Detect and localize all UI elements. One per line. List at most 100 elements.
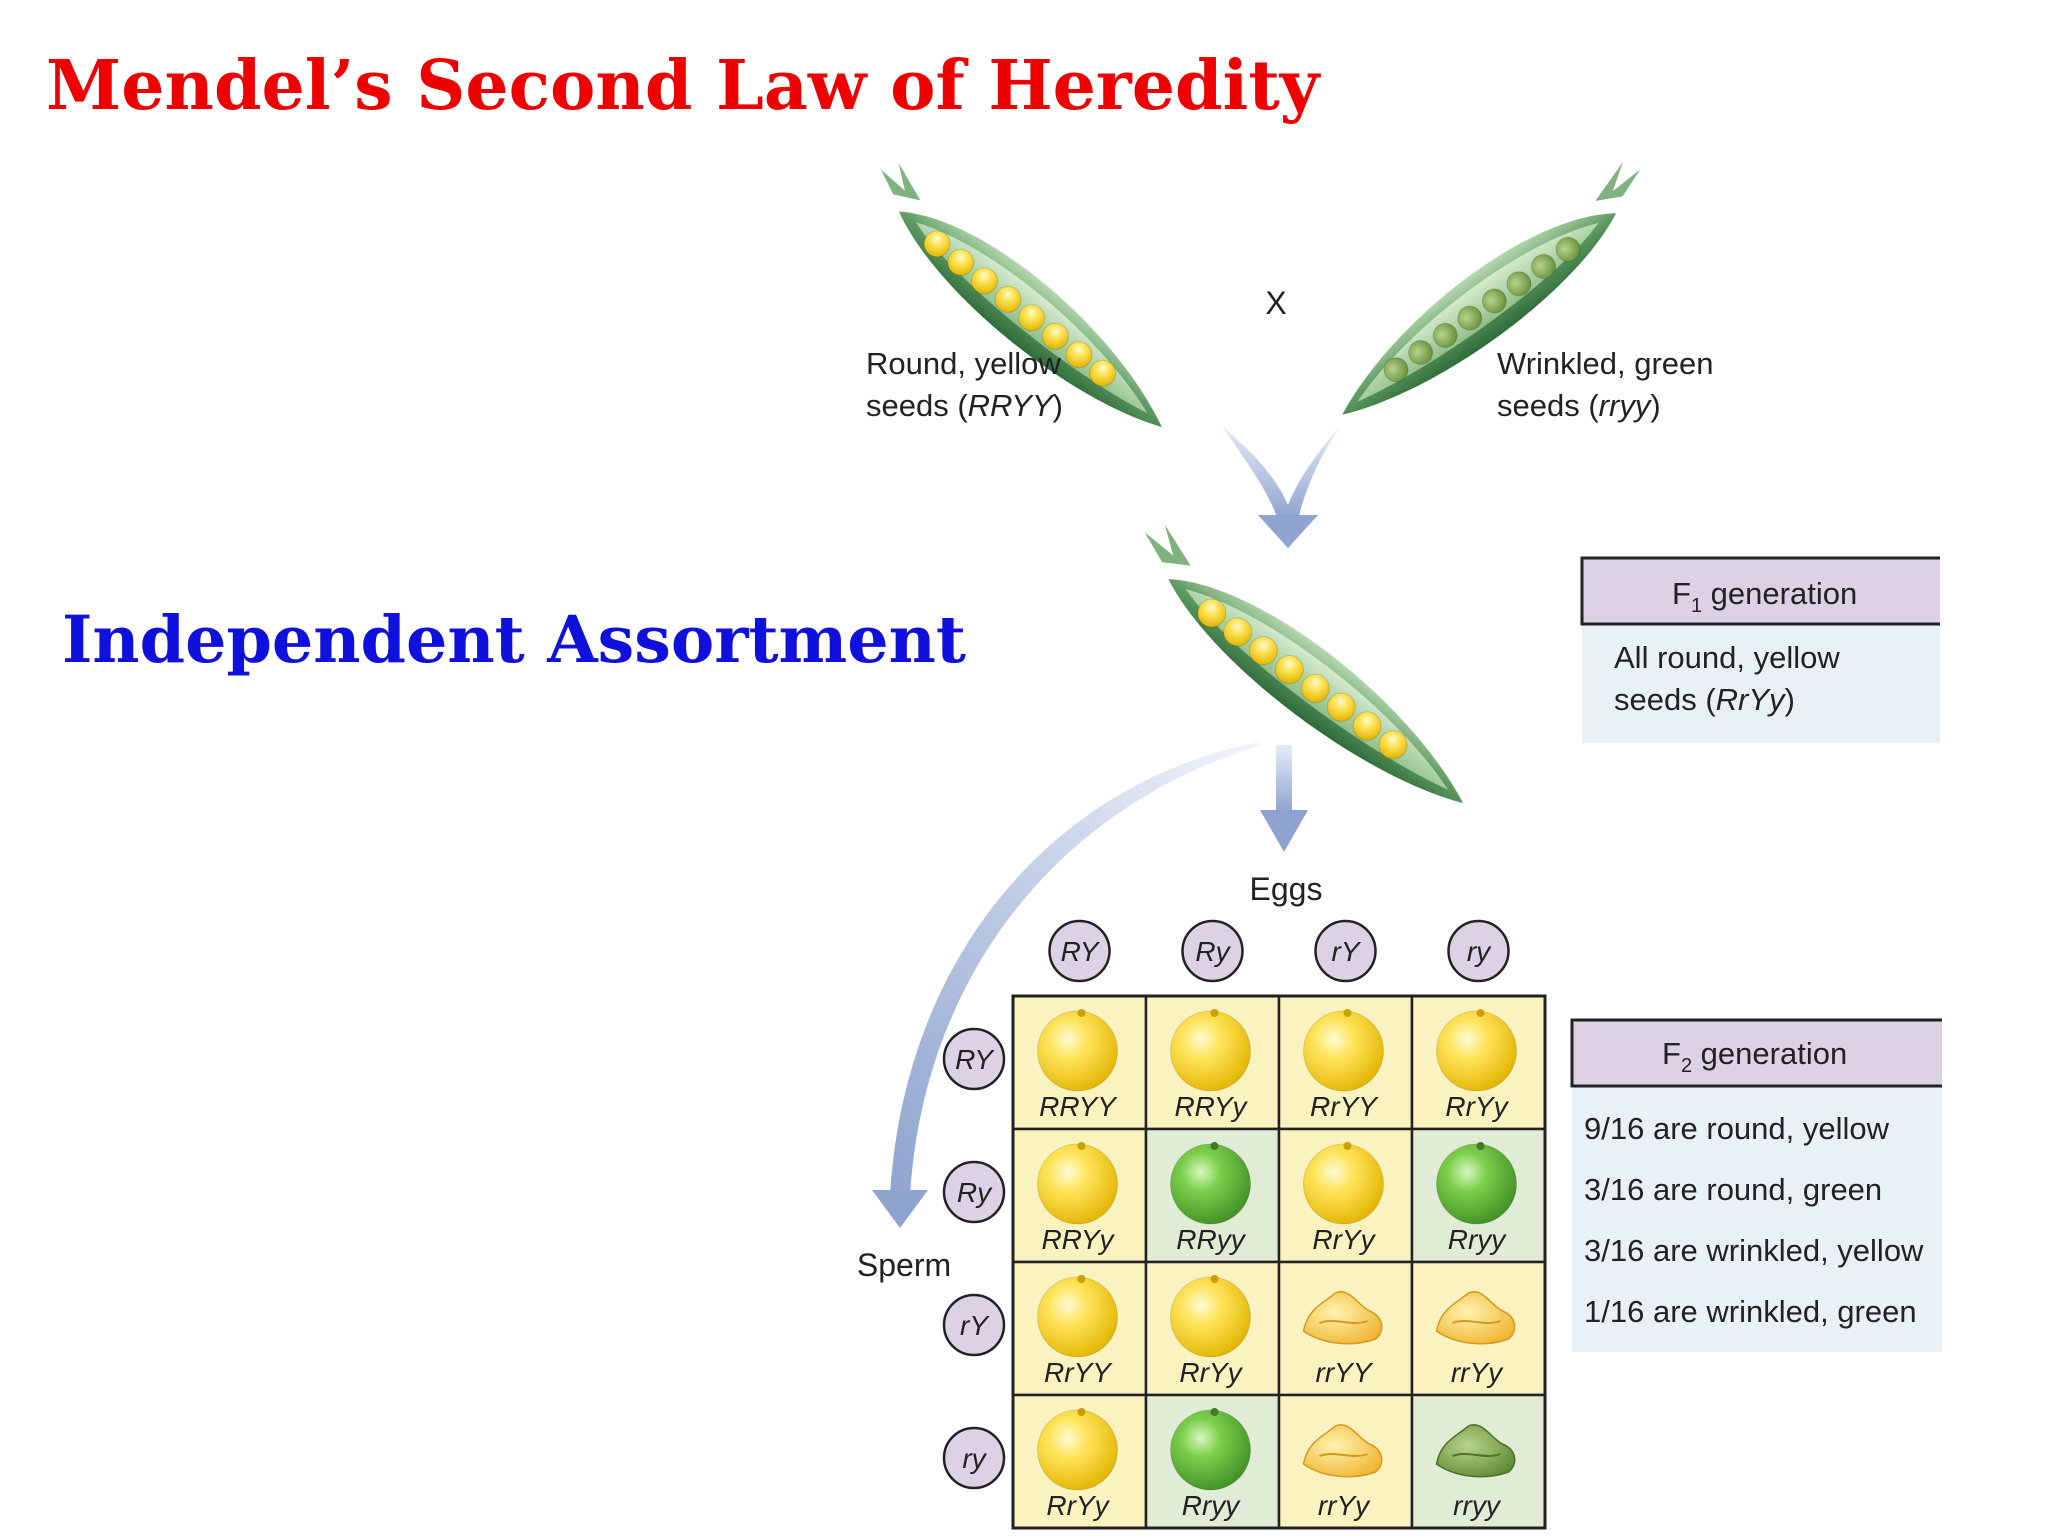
seed-round-green xyxy=(1170,1408,1251,1491)
seed-round-green xyxy=(1170,1142,1251,1225)
seed-round-yellow xyxy=(1037,1009,1118,1092)
punnett-cell-genotype: RRYy xyxy=(1041,1224,1115,1255)
punnett-cell-genotype: RRYY xyxy=(1039,1091,1118,1122)
punnett-cell: RRYy xyxy=(1144,994,1281,1131)
punnett-cell-genotype: RrYy xyxy=(1046,1490,1110,1521)
punnett-cell-genotype: RrYY xyxy=(1310,1091,1379,1122)
punnett-cell-genotype: rrYy xyxy=(1451,1357,1504,1388)
punnett-cell-genotype: rryy xyxy=(1453,1490,1502,1521)
slide-title: Mendel’s Second Law of Heredity xyxy=(46,46,1320,126)
seed-round-yellow xyxy=(1303,1142,1384,1225)
egg-gamete-3: ry xyxy=(1447,919,1510,983)
sperm-gamete-1: Ry xyxy=(942,1160,1006,1224)
seed-wrinkled-yellow xyxy=(1302,1291,1383,1345)
punnett-cell: RrYy xyxy=(1144,1260,1281,1397)
egg-gamete-1: Ry xyxy=(1181,919,1244,983)
seed-round-yellow xyxy=(1037,1408,1118,1491)
punnett-cell-genotype: RrYy xyxy=(1445,1091,1509,1122)
pod-pea xyxy=(1530,253,1556,279)
cross-merge-arrow xyxy=(1222,426,1340,548)
eggs-arrow xyxy=(1260,745,1308,852)
seed-wrinkled-yellow xyxy=(1302,1424,1383,1478)
eggs-label: Eggs xyxy=(1250,871,1323,907)
seed-wrinkled-green xyxy=(1435,1424,1516,1478)
pod-pea xyxy=(1249,636,1279,666)
sperm-arrow xyxy=(872,742,1260,1228)
sperm-gamete-0: RY xyxy=(942,1027,1006,1091)
seed-round-yellow xyxy=(1170,1009,1251,1092)
punnett-cell: RrYY xyxy=(1011,1260,1148,1397)
egg-gametes: RY Ry rY ry xyxy=(1048,919,1510,983)
seed-round-yellow xyxy=(1170,1275,1251,1358)
f2-ratio-3: 1/16 are wrinkled, green xyxy=(1584,1294,1917,1329)
pod-pea xyxy=(1378,730,1408,760)
egg-gamete-0-label: RY xyxy=(1061,936,1101,967)
punnett-cell: RrYy xyxy=(1410,994,1547,1131)
seed-round-green xyxy=(1436,1142,1517,1225)
pod-pea xyxy=(1555,236,1581,262)
pod-pea xyxy=(1018,304,1046,332)
pod-pea xyxy=(923,230,951,258)
pod-pea xyxy=(1481,288,1507,314)
parent-right-label-line1: Wrinkled, green xyxy=(1497,346,1714,381)
punnett-cell: RRYy xyxy=(1011,1127,1148,1264)
f1-box-line2: seeds (RrYy) xyxy=(1614,682,1795,717)
seed-wrinkled-yellow xyxy=(1435,1291,1516,1345)
pod-pea xyxy=(1089,359,1117,387)
egg-gamete-0: RY xyxy=(1048,919,1111,983)
pod-pea xyxy=(1041,322,1069,350)
punnett-cell-genotype: rrYy xyxy=(1318,1490,1371,1521)
pod-pea xyxy=(1274,655,1304,685)
seed-round-yellow xyxy=(1037,1142,1118,1225)
egg-gamete-2-label: rY xyxy=(1332,936,1362,967)
pod-pea xyxy=(970,267,998,295)
sperm-gamete-1-label: Ry xyxy=(957,1177,993,1208)
punnett-border xyxy=(1011,994,1547,1530)
parent-left-label-line1: Round, yellow xyxy=(866,346,1061,381)
pod-pea xyxy=(1506,271,1532,297)
pod-pea xyxy=(1197,598,1227,628)
pod-pea xyxy=(1065,341,1093,369)
slide-subtitle: Independent Assortment xyxy=(62,602,966,678)
punnett-cell-genotype: Rryy xyxy=(1448,1224,1508,1255)
f2-ratio-2: 3/16 are wrinkled, yellow xyxy=(1584,1233,1924,1268)
punnett-cell-genotype: RrYY xyxy=(1044,1357,1113,1388)
f1-generation-box: F1 generation All round, yellow seeds (R… xyxy=(1580,555,1960,750)
punnett-cell: RrYy xyxy=(1277,1127,1414,1264)
punnett-cell-genotype: RrYy xyxy=(1179,1357,1243,1388)
sperm-gamete-3-label: ry xyxy=(962,1443,987,1474)
f2-ratio-1: 3/16 are round, green xyxy=(1584,1172,1882,1207)
sperm-gamete-3: ry xyxy=(942,1426,1006,1490)
f1-box-heading: F1 generation xyxy=(1672,576,1857,617)
punnett-cell: RrYy xyxy=(1011,1393,1148,1530)
punnett-cell: rryy xyxy=(1410,1393,1547,1530)
f2-generation-box: F2 generation 9/16 are round, yellow 3/1… xyxy=(1570,1015,1962,1360)
pod-pea xyxy=(1300,673,1330,703)
f2-box-heading: F2 generation xyxy=(1662,1036,1847,1077)
egg-gamete-3-label: ry xyxy=(1467,936,1492,967)
punnett-cell: Rryy xyxy=(1144,1393,1281,1530)
parent-right-label-line2: seeds (rryy) xyxy=(1497,388,1661,423)
pod-pea xyxy=(1223,617,1253,647)
punnett-cell-genotype: RRYy xyxy=(1174,1091,1248,1122)
seed-round-yellow xyxy=(1303,1009,1384,1092)
egg-gamete-1-label: Ry xyxy=(1195,936,1231,967)
punnett-cell: RrYY xyxy=(1277,994,1414,1131)
parent-left-label-line2: seeds (RRYY) xyxy=(866,388,1063,423)
pod-pea xyxy=(994,285,1022,313)
pod-pea xyxy=(1326,692,1356,722)
punnett-cell-genotype: Rryy xyxy=(1182,1490,1242,1521)
sperm-gametes: RY Ry rY ry xyxy=(942,1027,1006,1490)
punnett-cell: rrYy xyxy=(1277,1393,1414,1530)
f1-box-line1: All round, yellow xyxy=(1614,640,1840,675)
cross-symbol: X xyxy=(1265,285,1286,321)
pod-pea xyxy=(1457,305,1483,331)
sperm-gamete-2-label: rY xyxy=(960,1310,990,1341)
pod-pea xyxy=(1432,322,1458,348)
sperm-gamete-2: rY xyxy=(942,1293,1006,1357)
egg-gamete-2: rY xyxy=(1314,919,1377,983)
seed-round-yellow xyxy=(1436,1009,1517,1092)
punnett-cell-genotype: rrYY xyxy=(1316,1357,1374,1388)
